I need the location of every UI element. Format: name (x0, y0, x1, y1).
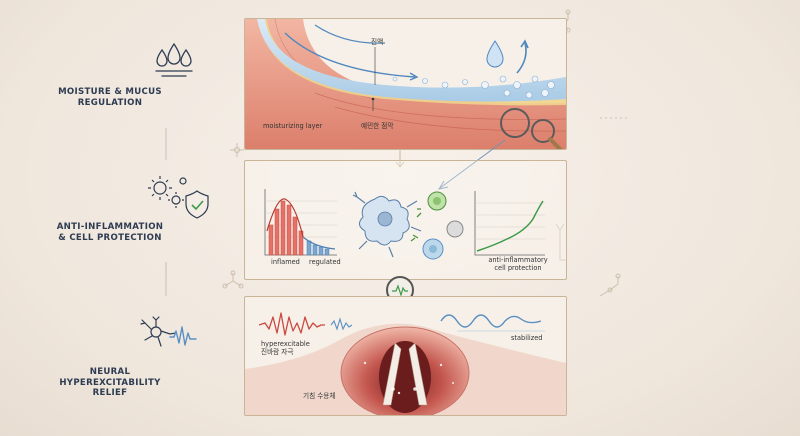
protective-cells (410, 191, 464, 260)
label-anti-inflammatory: anti-inflammatory cell protection (488, 256, 548, 272)
section-title-neural: NEURAL HYPEREXCITABILITY RELIEF (59, 367, 161, 399)
label-cough-receptor: 기침 수용체 (303, 392, 336, 400)
anti-inflammatory-line-chart (474, 191, 545, 256)
inflammation-bar-chart (264, 189, 337, 256)
panel-neural: hyperexcitable 진바람 자극 stabilized 기침 수용체 (244, 296, 567, 416)
label-sensitive-mucosa: 예민한 점막 (361, 122, 394, 130)
inflammation-diagram (264, 189, 545, 260)
section-title-moisture: MOISTURE & MUCUS REGULATION (58, 87, 162, 108)
mucosa-cross-section (245, 19, 566, 149)
label-hyperexcitable: hyperexcitable 진바람 자극 (261, 340, 310, 356)
label-regulated: regulated (309, 258, 341, 266)
label-mucus: 진액 (371, 38, 384, 46)
label-inflamed: inflamed (271, 258, 300, 266)
label-moisturizing-layer: moisturizing layer (263, 122, 323, 130)
label-stabilized: stabilized (511, 334, 543, 342)
panel-anti-inflammation: inflamed regulated anti-inflammatory cel… (244, 160, 567, 280)
larynx-diagram (245, 297, 566, 415)
panel-moisture: 진액 moisturizing layer 예민한 점막 (244, 18, 567, 150)
section-title-anti-inflammation: ANTI-INFLAMMATION & CELL PROTECTION (56, 222, 164, 243)
immune-cell (352, 191, 422, 258)
